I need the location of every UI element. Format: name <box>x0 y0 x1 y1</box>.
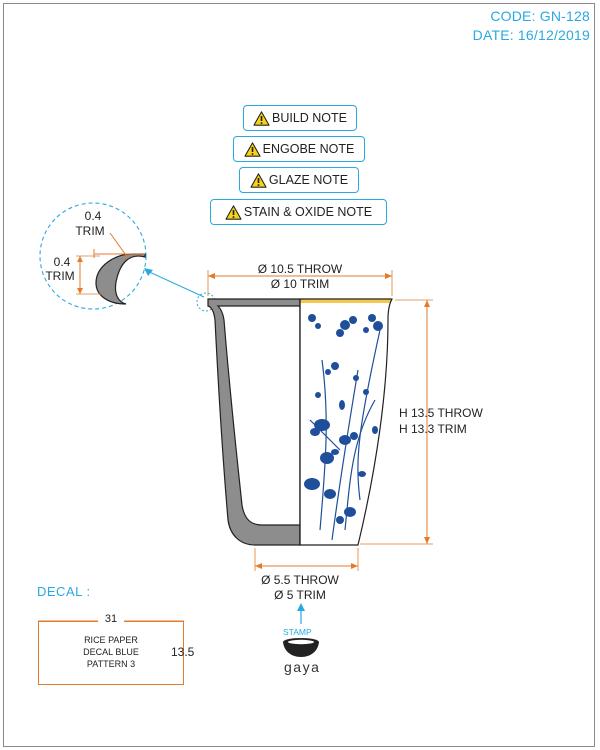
top-trim-label: Ø 10 TRIM <box>270 277 330 291</box>
decal-line-1: RICE PAPER <box>84 635 138 645</box>
stamp-indicator <box>297 603 305 624</box>
top-throw-label: Ø 10.5 THROW <box>257 262 343 276</box>
engobe-note-label: ENGOBE NOTE <box>262 142 355 156</box>
rim-profile-shape <box>95 253 146 305</box>
top-diameter-dimension <box>207 270 393 296</box>
engobe-note-button[interactable]: ENGOBE NOTE <box>233 136 365 162</box>
decal-title: DECAL : <box>37 584 91 599</box>
warning-icon <box>250 172 267 188</box>
cup-section-interior <box>216 305 301 526</box>
stain-oxide-note-button[interactable]: STAIN & OXIDE NOTE <box>210 199 387 225</box>
stamp-bowl-icon <box>283 638 319 657</box>
decal-width-label: 31 <box>98 613 124 625</box>
detail-side-label: TRIM <box>45 269 75 283</box>
height-trim-label: H 13.3 TRIM <box>399 422 467 436</box>
stain-oxide-note-label: STAIN & OXIDE NOTE <box>243 205 373 219</box>
decal-height-label: 13.5 <box>171 645 195 659</box>
base-trim-label: Ø 5 TRIM <box>274 588 326 602</box>
warning-icon <box>244 141 261 157</box>
height-throw-label: H 13.5 THROW <box>399 406 483 420</box>
decal-line-2: DECAL BLUE <box>83 647 139 657</box>
detail-top-value: 0.4 <box>84 209 102 223</box>
brand-stamp-text: gaya <box>284 659 321 675</box>
detail-leader-line <box>144 269 205 298</box>
warning-icon <box>253 110 270 126</box>
stamp-label: STAMP <box>283 627 312 637</box>
cup-outline-right <box>299 298 393 546</box>
glaze-note-label: GLAZE NOTE <box>268 173 349 187</box>
decal-line-3: PATTERN 3 <box>86 659 136 669</box>
rim-detail-callout <box>39 202 147 310</box>
warning-icon <box>225 204 242 220</box>
base-diameter-dimension <box>254 548 359 571</box>
base-throw-label: Ø 5.5 THROW <box>261 573 339 587</box>
detail-top-label: TRIM <box>75 224 105 238</box>
drawing-frame <box>3 3 595 747</box>
cup-decal-side <box>300 299 392 545</box>
build-note-label: BUILD NOTE <box>271 111 347 125</box>
build-note-button[interactable]: BUILD NOTE <box>243 105 357 131</box>
decal-description: RICE PAPER DECAL BLUE PATTERN 3 <box>72 634 150 670</box>
detail-side-value: 0.4 <box>53 255 71 269</box>
drawing-date: DATE: 16/12/2019 <box>472 27 590 43</box>
height-dimension <box>360 299 433 545</box>
product-code: CODE: GN-128 <box>490 8 590 24</box>
glaze-note-button[interactable]: GLAZE NOTE <box>239 167 359 193</box>
